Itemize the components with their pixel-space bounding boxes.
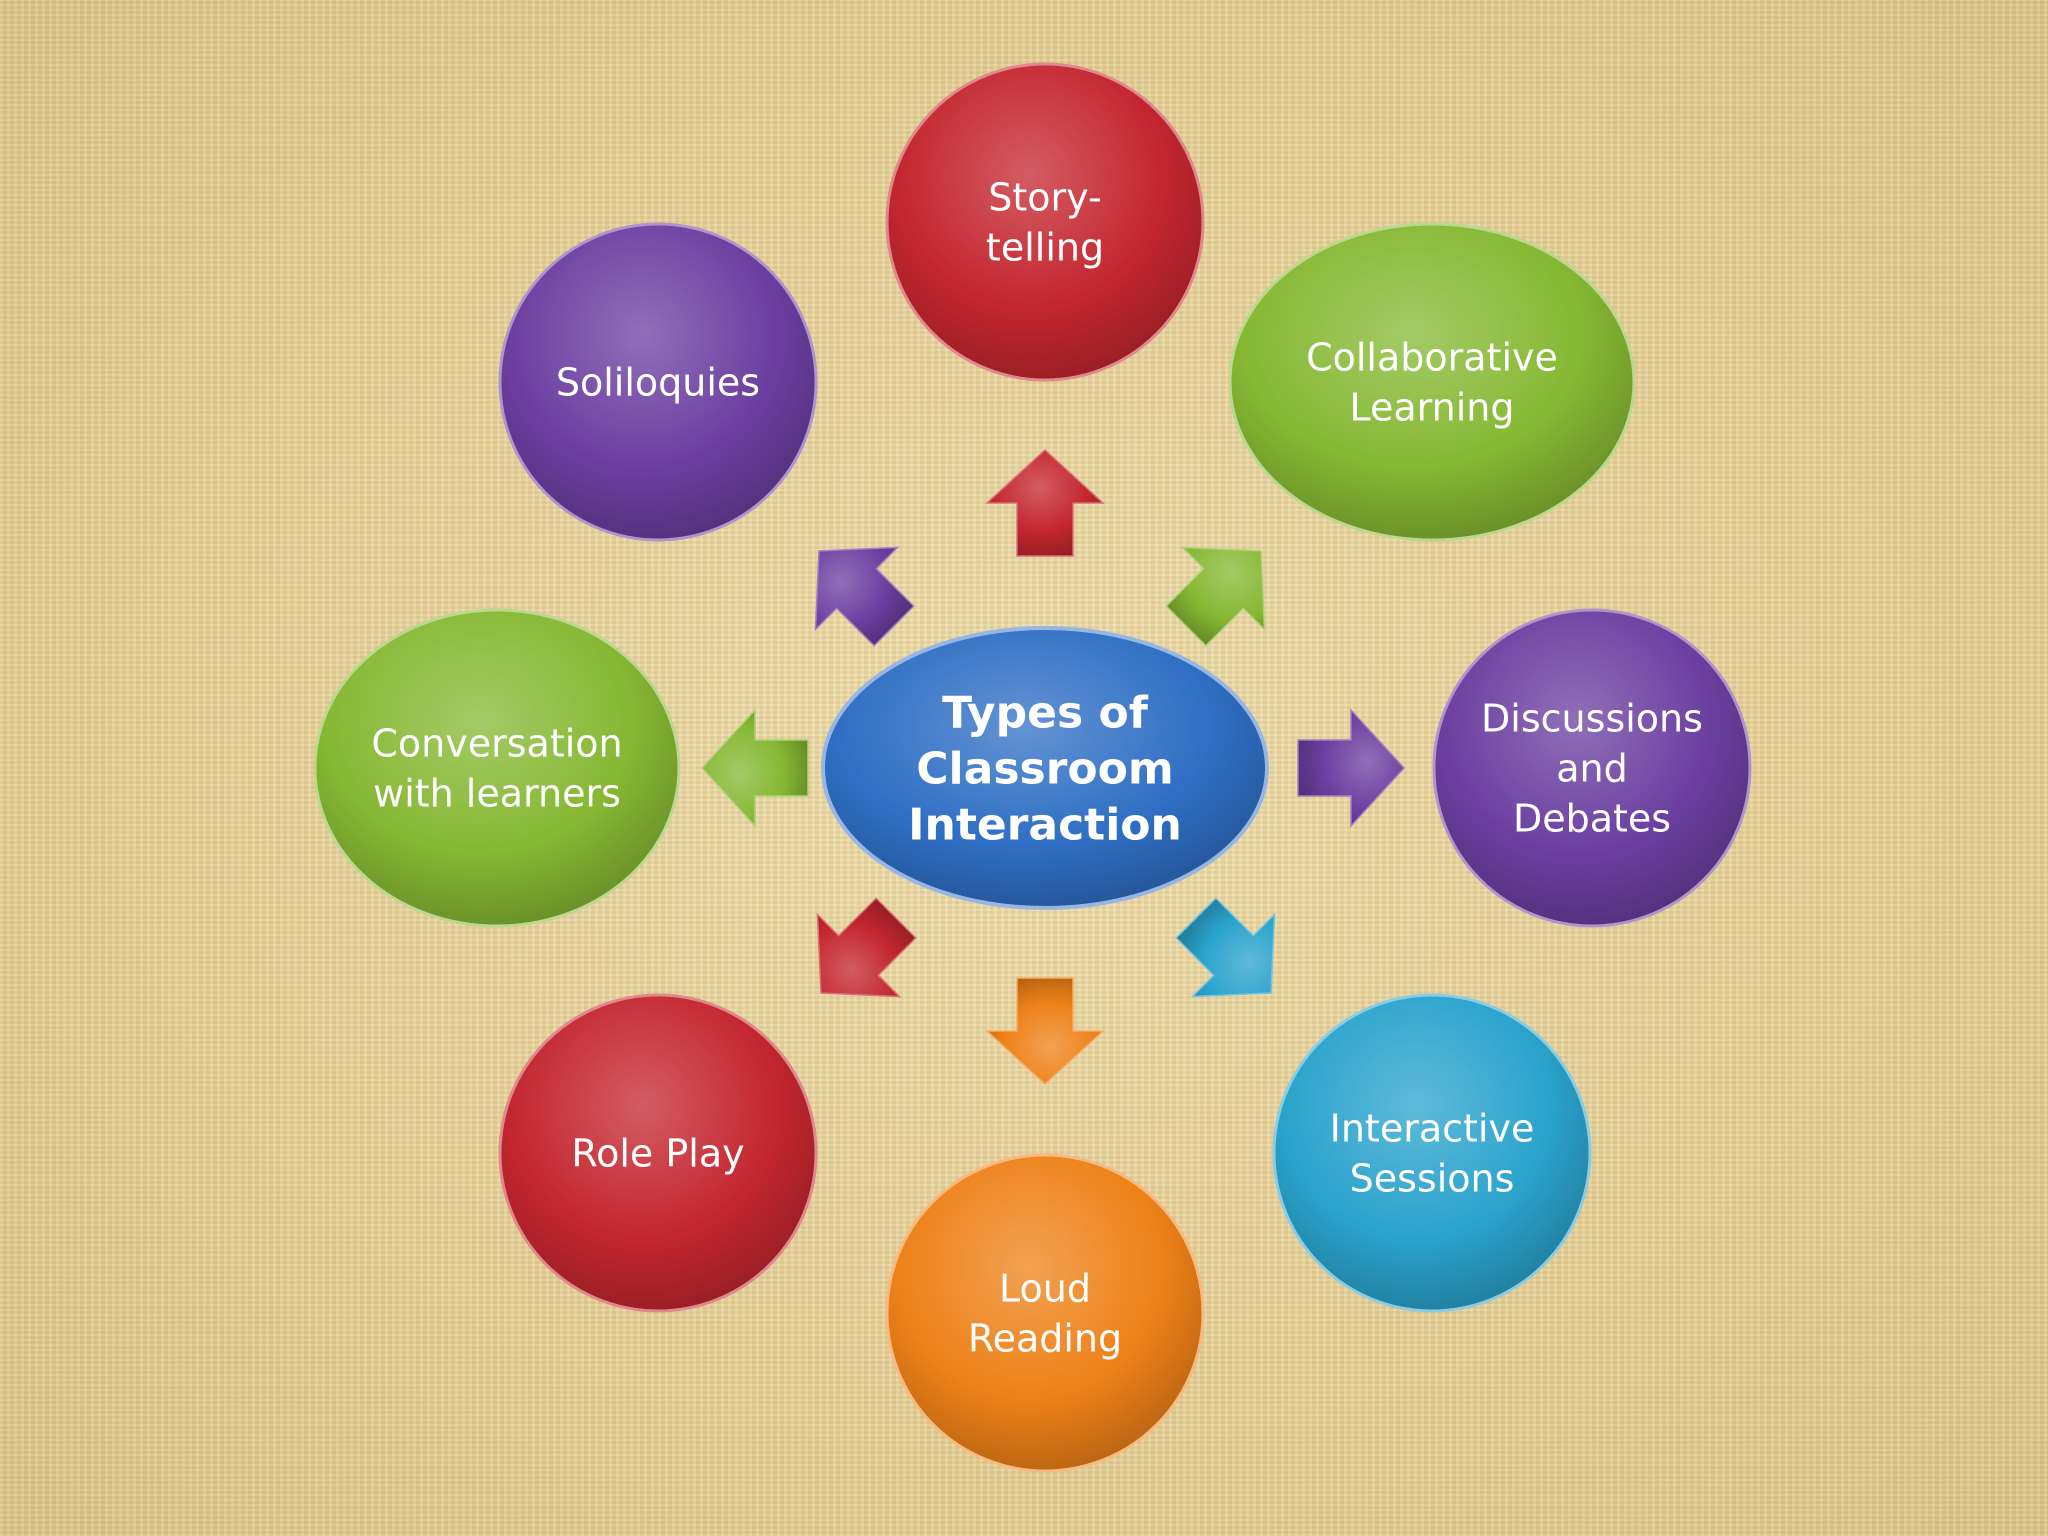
arrow-up-right-icon xyxy=(1165,546,1266,647)
arrow-down-icon xyxy=(985,977,1105,1086)
node-label: Conversation with learners xyxy=(371,721,622,815)
label-line: Role Play xyxy=(571,1131,744,1175)
arrow-down-right-icon xyxy=(1175,897,1276,998)
label-line: and xyxy=(1556,746,1628,790)
node-soliloquies: Soliloquies xyxy=(498,222,818,542)
label-line: Classroom xyxy=(916,743,1173,794)
node-role-play: Role Play xyxy=(498,993,818,1313)
label-line: Soliloquies xyxy=(556,360,760,404)
label-line: Conversation xyxy=(371,721,622,765)
label-line: Loud xyxy=(999,1266,1091,1310)
node-label: Soliloquies xyxy=(556,360,760,404)
label-line: Learning xyxy=(1350,385,1515,429)
node-storytelling: Story-telling xyxy=(885,62,1205,382)
arrow-down-left-icon xyxy=(816,897,917,998)
label-line: Types of xyxy=(942,687,1149,738)
node-label: Role Play xyxy=(571,1131,744,1175)
arrow-up-left-icon xyxy=(814,546,915,647)
label-line: Interaction xyxy=(908,799,1182,850)
label-line: Sessions xyxy=(1350,1156,1515,1200)
label-line: Interactive xyxy=(1330,1106,1535,1150)
arrow-left-icon xyxy=(700,708,809,828)
label-line: telling xyxy=(986,225,1104,269)
node-conversation-with-learners: Conversation with learners xyxy=(313,608,681,928)
arrow-up-icon xyxy=(985,448,1105,557)
label-line: Reading xyxy=(968,1316,1122,1360)
node-label: Story-telling xyxy=(986,175,1104,269)
label-line: Story- xyxy=(988,175,1101,219)
arrow-right-icon xyxy=(1297,708,1406,828)
label-line: Debates xyxy=(1513,796,1671,840)
label-line: Discussions xyxy=(1481,696,1703,740)
label-line: with learners xyxy=(373,771,621,815)
label-line: Collaborative xyxy=(1306,335,1558,379)
